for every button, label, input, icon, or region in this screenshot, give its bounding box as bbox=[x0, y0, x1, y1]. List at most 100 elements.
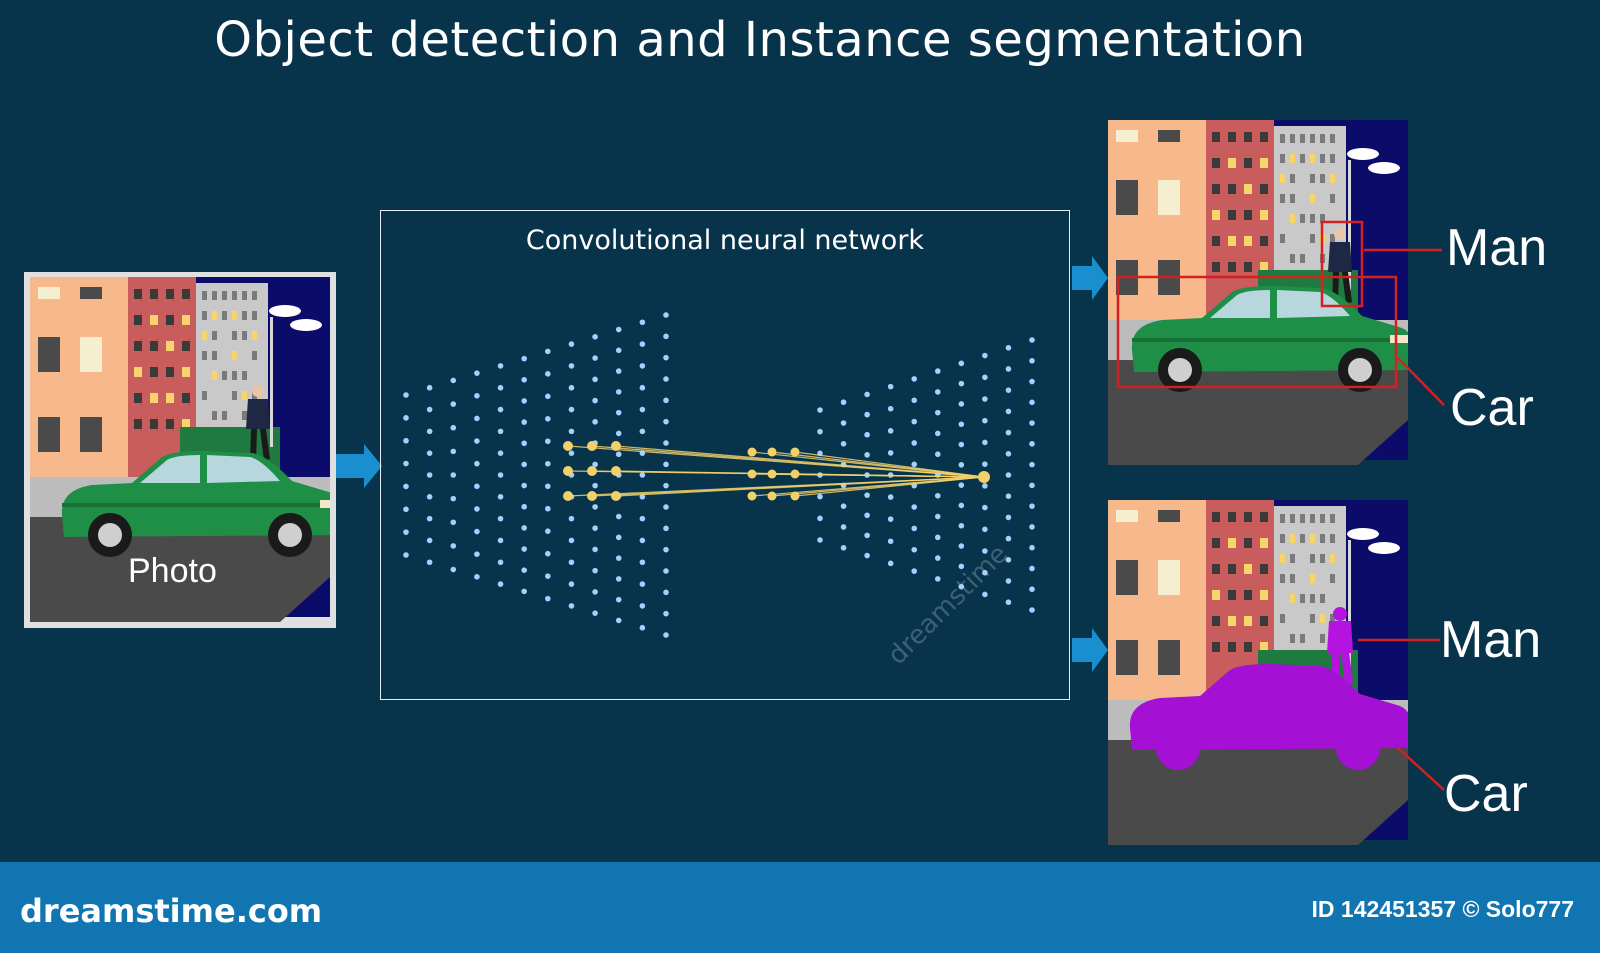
segmentation-scene bbox=[1108, 500, 1445, 845]
neuron bbox=[911, 461, 918, 468]
network-diagram bbox=[403, 312, 1035, 638]
neuron bbox=[403, 552, 409, 558]
neuron bbox=[545, 505, 551, 512]
neuron bbox=[934, 368, 941, 374]
neuron bbox=[592, 525, 598, 531]
detection-man-label: Man bbox=[1446, 219, 1548, 277]
neuron bbox=[663, 525, 669, 532]
neuron bbox=[1029, 420, 1035, 426]
neuron bbox=[1005, 493, 1012, 500]
neuron bbox=[1005, 387, 1012, 393]
neuron bbox=[615, 451, 622, 458]
neuron bbox=[450, 448, 457, 455]
neuron bbox=[840, 503, 847, 509]
neuron bbox=[663, 397, 669, 404]
neuron bbox=[663, 610, 669, 617]
active-neuron bbox=[587, 491, 597, 501]
neuron bbox=[934, 430, 941, 437]
neuron bbox=[982, 526, 988, 533]
neuron bbox=[982, 461, 988, 467]
neuron bbox=[403, 483, 409, 490]
neuron bbox=[426, 559, 433, 566]
neuron bbox=[934, 513, 941, 520]
neuron bbox=[545, 460, 551, 467]
neuron bbox=[615, 596, 622, 603]
neuron bbox=[615, 576, 622, 582]
neuron bbox=[639, 363, 646, 369]
network-label: Convolutional neural network bbox=[525, 225, 925, 256]
footer-brand[interactable]: dreamstime.com bbox=[20, 892, 323, 930]
connection-line bbox=[794, 451, 985, 478]
neuron bbox=[1005, 535, 1012, 542]
neuron bbox=[663, 376, 669, 382]
neuron bbox=[497, 581, 504, 587]
neuron bbox=[1029, 357, 1035, 364]
neuron bbox=[497, 363, 504, 369]
neuron bbox=[615, 534, 622, 541]
neuron bbox=[521, 355, 527, 362]
neuron bbox=[615, 389, 622, 395]
active-neuron bbox=[611, 491, 621, 501]
neuron bbox=[982, 396, 988, 402]
neuron bbox=[568, 450, 575, 456]
neuron bbox=[592, 461, 598, 468]
neuron bbox=[592, 589, 598, 595]
neuron bbox=[887, 383, 894, 390]
neuron bbox=[403, 392, 409, 398]
neuron bbox=[592, 567, 598, 574]
footer-bar: dreamstime.com ID 142451357 © Solo777 bbox=[0, 862, 1600, 953]
active-neuron bbox=[790, 491, 800, 501]
neuron bbox=[911, 397, 918, 404]
neuron bbox=[982, 483, 988, 489]
footer-image-id: ID 142451357 © Solo777 bbox=[1311, 896, 1574, 922]
connection-line bbox=[615, 445, 985, 478]
neuron bbox=[615, 555, 622, 561]
neuron bbox=[450, 424, 457, 431]
neuron bbox=[1029, 399, 1035, 406]
neuron bbox=[1029, 565, 1035, 572]
car-bounding-box bbox=[1116, 275, 1398, 389]
neuron bbox=[663, 632, 669, 638]
active-neuron bbox=[790, 469, 800, 479]
active-neuron bbox=[563, 466, 573, 476]
neuron bbox=[639, 341, 646, 347]
neuron bbox=[958, 360, 965, 367]
neuron bbox=[615, 326, 622, 333]
neuron bbox=[864, 492, 870, 498]
active-neuron bbox=[563, 441, 573, 451]
neuron bbox=[615, 617, 622, 624]
connection-line bbox=[794, 476, 985, 497]
neuron bbox=[639, 603, 646, 609]
neuron bbox=[545, 438, 551, 445]
neuron bbox=[958, 563, 965, 570]
neuron bbox=[450, 519, 457, 526]
neuron bbox=[615, 430, 622, 437]
arrow-to-detection bbox=[1072, 256, 1108, 300]
neuron bbox=[864, 452, 870, 458]
neuron bbox=[545, 348, 551, 355]
neuron bbox=[521, 588, 527, 595]
neuron bbox=[426, 494, 433, 500]
neuron bbox=[958, 441, 965, 448]
neuron bbox=[521, 376, 527, 383]
neuron bbox=[497, 406, 504, 413]
arrow-to-segmentation bbox=[1072, 628, 1108, 672]
neuron bbox=[1029, 482, 1035, 489]
neuron bbox=[568, 428, 575, 435]
neuron bbox=[592, 397, 598, 404]
arrow-to-network bbox=[336, 444, 382, 488]
neuron bbox=[639, 537, 646, 544]
neuron bbox=[426, 384, 433, 391]
neuron bbox=[426, 450, 433, 456]
neuron bbox=[817, 407, 823, 413]
neuron bbox=[1005, 344, 1012, 351]
neuron bbox=[497, 428, 504, 435]
neuron bbox=[497, 537, 504, 544]
neuron bbox=[474, 438, 480, 444]
neuron bbox=[639, 559, 646, 566]
neuron bbox=[545, 528, 551, 534]
active-neuron bbox=[611, 466, 621, 476]
neuron bbox=[982, 548, 988, 554]
active-neuron bbox=[767, 491, 777, 501]
neuron bbox=[426, 428, 433, 435]
